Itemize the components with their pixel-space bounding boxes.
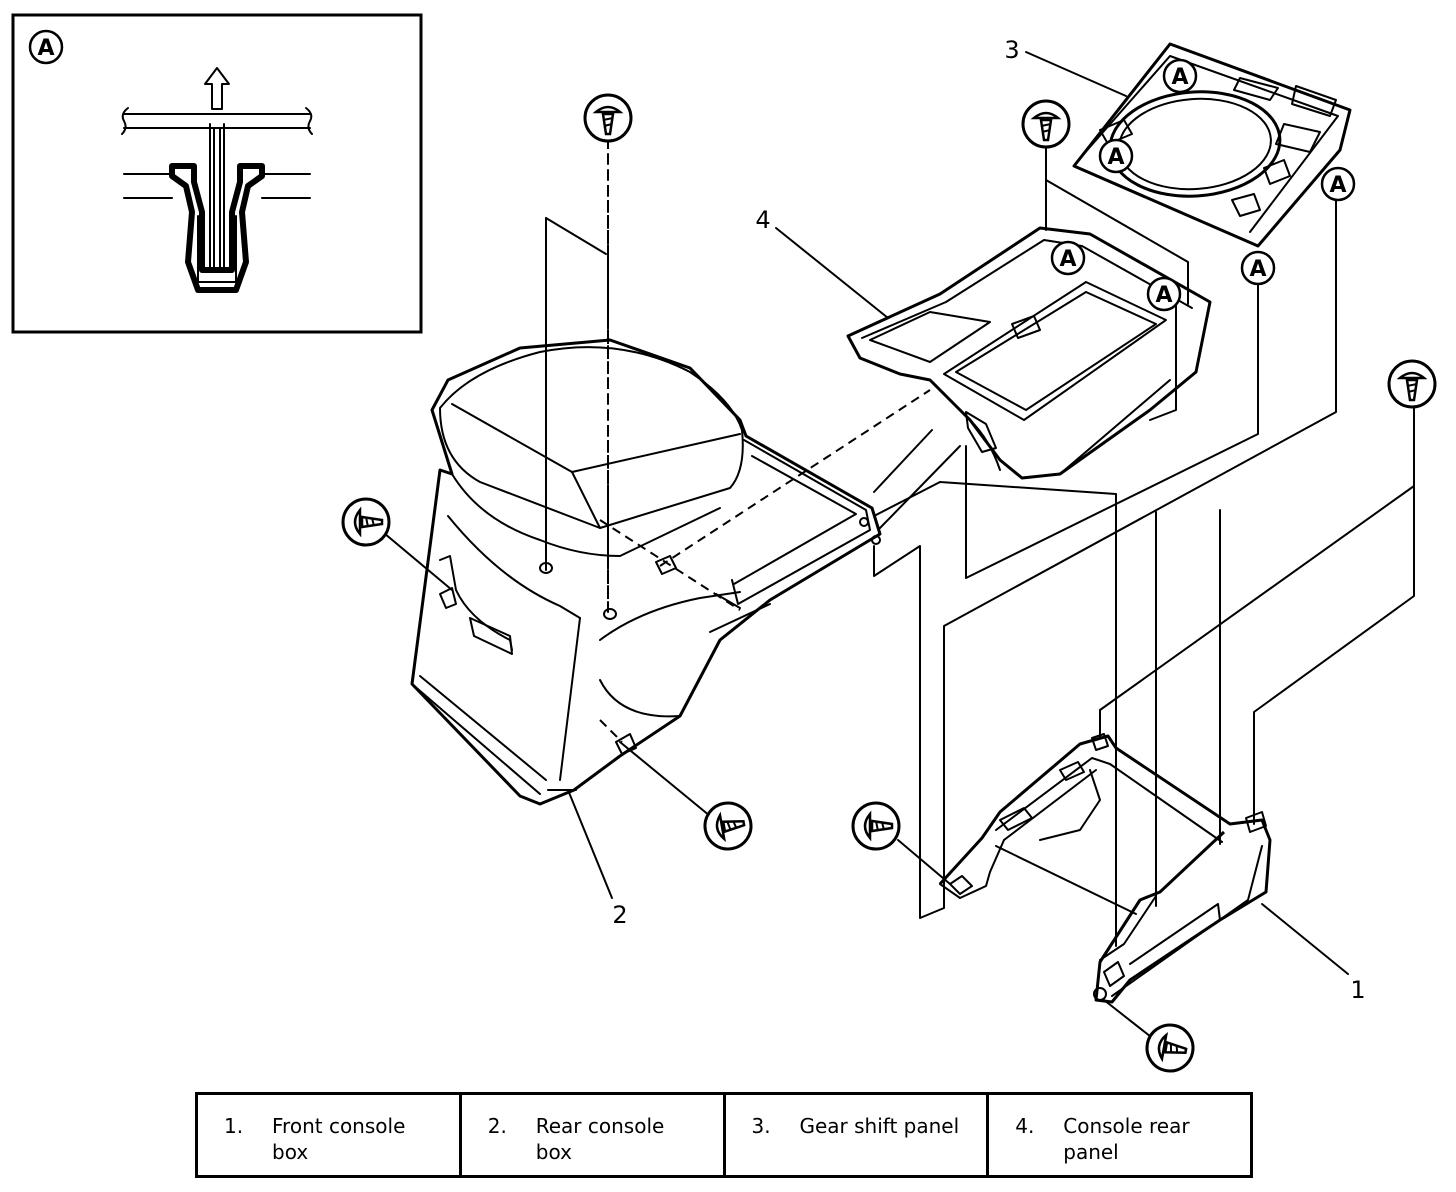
screw-icon-bottom-left [699, 797, 757, 855]
callout-1: 1 [1261, 903, 1366, 1004]
svg-text:A: A [1155, 283, 1172, 308]
parts-legend-table: 1. Front console box 2. Rear console box… [195, 1092, 1253, 1178]
screw-icon-right [1387, 359, 1437, 409]
legend-text: Front console box [272, 1114, 406, 1164]
legend-text: Rear console box [535, 1114, 665, 1164]
legend-number: 4. [1015, 1114, 1035, 1138]
legend-number: 2. [487, 1114, 507, 1138]
gear-shift-panel [1072, 42, 1352, 248]
callout-2: 2 [567, 789, 628, 929]
dashed-alignment-lines [545, 140, 931, 743]
svg-text:2: 2 [612, 901, 627, 929]
screw-icon-rear-panel [1021, 99, 1071, 149]
clip-marker: A [1050, 240, 1086, 276]
front-console-box [938, 733, 1272, 1004]
svg-text:4: 4 [755, 206, 770, 234]
svg-text:A: A [1107, 145, 1124, 170]
svg-text:A: A [1171, 65, 1188, 90]
svg-text:3: 3 [1004, 36, 1019, 64]
clip-marker: A [1320, 166, 1356, 202]
clip-marker: A [1162, 58, 1198, 94]
legend-number: 3. [751, 1114, 771, 1138]
svg-text:A: A [1329, 173, 1346, 198]
legend-cell: 1. Front console box [198, 1095, 462, 1175]
clip-marker: A [1146, 276, 1182, 312]
console-rear-panel [846, 226, 1212, 480]
callout-4: 4 [755, 206, 889, 319]
inset-detail-a: A [11, 13, 423, 334]
legend-text: Console rear panel [1063, 1114, 1190, 1164]
screw-icon-bottom-mid [851, 801, 901, 851]
legend-text: Gear shift panel [799, 1114, 960, 1138]
clip-marker: A [1240, 250, 1276, 286]
svg-text:1: 1 [1350, 976, 1365, 1004]
legend-cell: 4. Console rear panel [989, 1095, 1250, 1175]
clip-section-drawing [121, 67, 313, 293]
callout-3: 3 [1004, 36, 1127, 97]
svg-text:A: A [37, 36, 54, 61]
legend-cell: 2. Rear console box [462, 1095, 726, 1175]
screw-icon-left [341, 497, 391, 547]
screw-icon-top-center [583, 93, 633, 143]
clip-marker: A [1098, 138, 1134, 174]
legend-number: 1. [224, 1114, 244, 1138]
inset-label-marker: A [28, 29, 64, 65]
rear-console-box [410, 338, 882, 806]
screw-icon-bottom-right [1141, 1019, 1199, 1077]
svg-text:A: A [1249, 257, 1266, 282]
legend-cell: 3. Gear shift panel [726, 1095, 990, 1175]
svg-text:A: A [1059, 247, 1076, 272]
